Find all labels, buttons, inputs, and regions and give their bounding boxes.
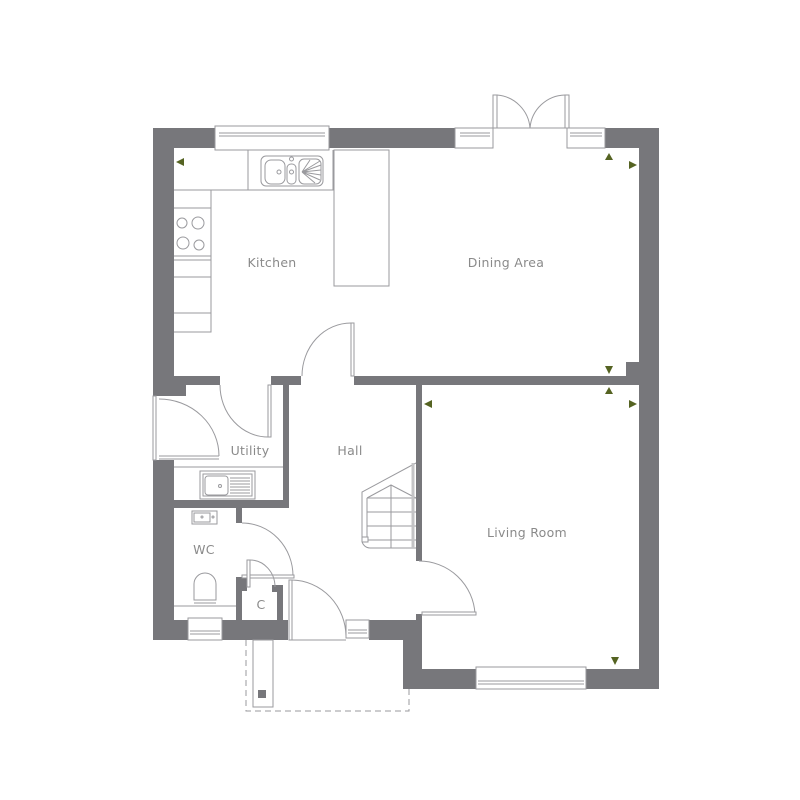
kitchen-worktop <box>174 150 334 333</box>
wall-hall-living <box>416 385 422 561</box>
cupboard-door[interactable] <box>246 559 276 588</box>
front-door[interactable] <box>288 579 347 641</box>
side-light-right <box>566 127 606 149</box>
hall-living-door[interactable] <box>418 560 477 616</box>
wall-kitchen-hall <box>271 376 301 385</box>
wall-cupboard-jamb-l <box>242 577 247 591</box>
windows <box>187 125 606 690</box>
wall-left-lower <box>153 460 174 640</box>
room-label-wc: WC <box>193 542 215 557</box>
marker-living-top-icon <box>605 387 613 394</box>
room-label-dining-area: Dining Area <box>468 255 544 270</box>
wall-utility-hall <box>283 385 289 506</box>
kitchen-window <box>214 125 330 151</box>
post-icon <box>258 690 266 698</box>
hob-icon <box>176 216 205 251</box>
staircase <box>361 462 417 549</box>
wc-basin-icon <box>191 510 218 525</box>
marker-dining-bottom-icon <box>605 366 613 374</box>
marker-dining-top-icon <box>605 153 613 160</box>
side-light-left <box>454 127 494 149</box>
wall-bottom-wc-right <box>222 620 288 640</box>
room-label-hall: Hall <box>337 443 362 458</box>
doors <box>152 94 570 641</box>
room-label-living-room: Living Room <box>487 525 567 540</box>
kitchen-utility-door[interactable] <box>219 384 272 438</box>
room-label-cupboard: C <box>256 597 265 612</box>
wall-bottom-living-right <box>585 669 659 689</box>
wall-right <box>639 128 659 689</box>
wall-wc-stub <box>236 508 242 523</box>
wall-top-middle <box>326 128 460 148</box>
wall-bottom-living-left <box>403 669 476 689</box>
kitchen-sink-icon <box>260 155 324 187</box>
kitchen-island <box>333 149 390 287</box>
marker-kitchen-left-icon <box>176 158 184 166</box>
room-label-kitchen: Kitchen <box>247 255 296 270</box>
marker-living-right-icon <box>629 400 637 408</box>
french-doors[interactable] <box>492 94 570 129</box>
toilet-icon <box>174 572 236 607</box>
dimension-markers <box>176 153 637 665</box>
living-room-window <box>475 666 587 690</box>
wc-door[interactable] <box>241 522 295 579</box>
wall-cupboard-right <box>277 585 283 620</box>
utility-external-door[interactable] <box>152 395 220 461</box>
kitchen-hall-door[interactable] <box>301 322 355 377</box>
wall-dining-living <box>354 376 632 385</box>
hall-side-window <box>345 619 370 639</box>
porch <box>245 639 410 712</box>
wall-kitchen-utility-left <box>174 376 220 385</box>
wall-cupboard-left <box>236 577 242 620</box>
wall-left-upper <box>153 128 174 396</box>
wall-bottom-wc-left <box>153 620 188 640</box>
wall-cupboard-jamb-r <box>272 585 278 592</box>
room-label-utility: Utility <box>231 443 270 458</box>
marker-dining-right-icon <box>629 161 637 169</box>
marker-living-left-icon <box>424 400 432 408</box>
walls <box>153 128 659 689</box>
marker-living-bottom-icon <box>611 657 619 665</box>
room-labels: Kitchen Dining Area Utility Hall WC C Li… <box>193 255 567 612</box>
wall-utility-bottom <box>174 500 289 508</box>
utility-worktop <box>174 466 283 500</box>
wall-dining-living-end <box>626 362 639 385</box>
path-step <box>252 639 274 708</box>
wall-living-door-jamb <box>416 614 422 624</box>
fixtures <box>174 149 417 607</box>
wc-window <box>187 617 223 641</box>
